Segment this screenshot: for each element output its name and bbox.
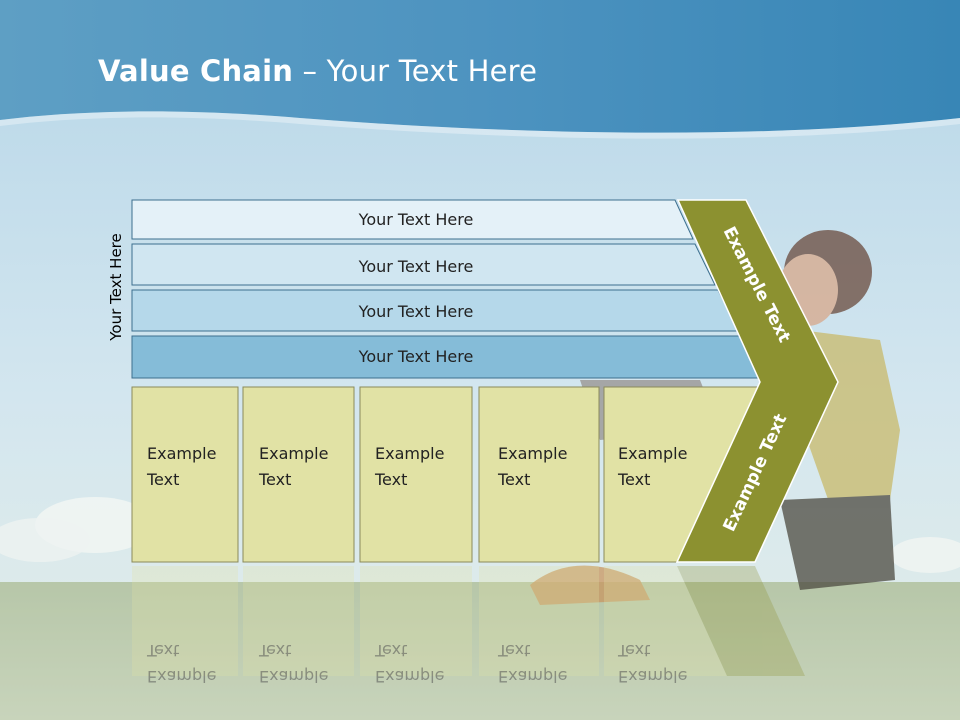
- reflection-box-4-line2: Text: [497, 641, 530, 660]
- box-1-line2: Text: [146, 470, 179, 489]
- box-3: [359, 386, 473, 563]
- reflection-box-3-line2: Text: [374, 641, 407, 660]
- box-1: [131, 386, 239, 563]
- title-bold: Value Chain: [98, 54, 294, 88]
- bar-1-label: Your Text Here: [358, 210, 474, 229]
- box-3-line2: Text: [374, 470, 407, 489]
- box-5-line2: Text: [617, 470, 650, 489]
- box-2-line1: Example: [259, 444, 328, 463]
- box-4-line1: Example: [498, 444, 567, 463]
- box-2-line2: Text: [258, 470, 291, 489]
- box-5-line1: Example: [618, 444, 687, 463]
- box-3-line1: Example: [375, 444, 444, 463]
- chevron-arrow: [675, 199, 839, 563]
- reflection-box-1-line2: Text: [146, 641, 179, 660]
- title-rest: – Your Text Here: [293, 54, 538, 88]
- bar-1: [131, 199, 694, 240]
- reflection-box-5-line1: Example: [618, 667, 687, 686]
- page-title: Value Chain – Your Text Here: [98, 54, 537, 88]
- reflection-box-4-line1: Example: [498, 667, 567, 686]
- reflection-box-2-line1: Example: [259, 667, 328, 686]
- reflection-box-5-line2: Text: [617, 641, 650, 660]
- bar-4-label: Your Text Here: [358, 347, 474, 366]
- bar-3-label: Your Text Here: [358, 302, 474, 321]
- reflection-box-3-line1: Example: [375, 667, 444, 686]
- reflection: [132, 566, 805, 676]
- box-2: [242, 386, 355, 563]
- reflection-box-4: [479, 566, 599, 676]
- reflection-box-2-line2: Text: [258, 641, 291, 660]
- bar-2: [131, 243, 716, 286]
- box-1-line1: Example: [147, 444, 216, 463]
- reflection-box-3: [360, 566, 472, 676]
- reflection-box-2: [243, 566, 354, 676]
- reflection-box-5: [604, 566, 730, 676]
- box-4-line2: Text: [497, 470, 530, 489]
- reflection-box-1: [132, 566, 238, 676]
- bar-2-label: Your Text Here: [358, 257, 474, 276]
- reflection-chevron: [677, 566, 805, 676]
- box-4: [478, 386, 600, 563]
- reflection-text: Text Example Text Example Text Example T…: [146, 641, 687, 686]
- reflection-box-1-line1: Example: [147, 667, 216, 686]
